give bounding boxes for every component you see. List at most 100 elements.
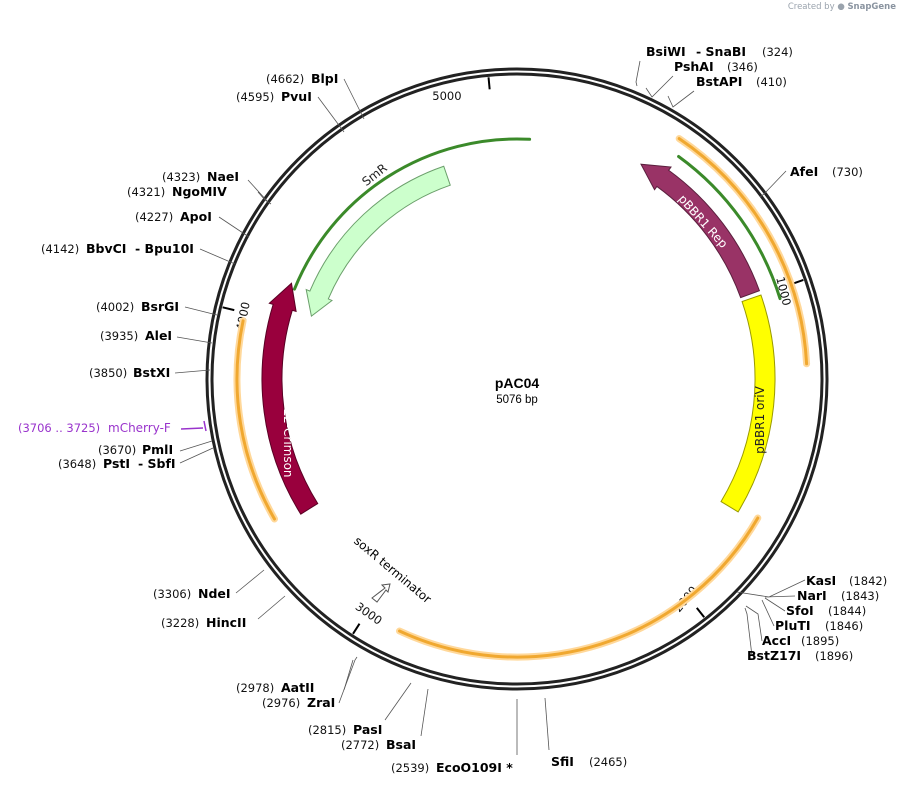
site-position: (4002)	[96, 300, 134, 314]
site-bsiwi[interactable]: BsiWI - SnaBI (324)	[646, 44, 793, 59]
leader-pasi	[384, 682, 412, 721]
site-name: KasI	[806, 573, 836, 588]
leader-bsai	[420, 688, 429, 737]
site-name: PvuI	[281, 89, 312, 104]
site-position: (2539)	[391, 761, 429, 775]
site-position: (2976)	[262, 696, 300, 710]
leader-pshai	[645, 75, 674, 98]
site-position: (410)	[756, 75, 787, 89]
site-sfoi[interactable]: SfoI (1844)	[786, 603, 866, 618]
snapgene-credit: Created by ● SnapGene	[788, 2, 896, 12]
site-apoi[interactable]: (4227) ApoI	[135, 209, 212, 224]
leader-sfii	[544, 697, 550, 751]
site-name: EcoO109I *	[436, 760, 513, 775]
feature-label-pbbr1-oriv: pBBR1 oriV	[753, 385, 767, 453]
site-name: ApoI	[180, 209, 212, 224]
site-position: (1895)	[801, 634, 839, 648]
feature-smr[interactable]	[305, 165, 451, 318]
site-position: (4595)	[236, 90, 274, 104]
feature-e2-crimson[interactable]	[261, 282, 319, 515]
site-name: BstAPI	[696, 74, 742, 89]
backbone-outer-ring	[205, 67, 829, 691]
site-name: AfeI	[790, 164, 818, 179]
tick-mark	[487, 77, 491, 90]
credit-text: Created by	[787, 2, 835, 12]
site-pshai[interactable]: PshAI (346)	[674, 59, 758, 74]
backbone-inner-ring	[210, 72, 824, 686]
site-name: AleI	[145, 328, 172, 343]
tick-label: 3000	[353, 599, 385, 627]
leader-naei	[247, 179, 269, 203]
leader-bbvci	[199, 248, 236, 265]
orf-arc-smr	[293, 137, 532, 291]
site-position: (4227)	[135, 210, 173, 224]
feature-pbbr1-rep[interactable]	[640, 163, 761, 299]
tick-mark	[352, 623, 361, 635]
tick-mark	[222, 306, 235, 312]
primer-mcherry-f[interactable]: (3706 .. 3725) mCherry-F	[18, 420, 207, 435]
site-name: BsiWI	[646, 44, 686, 59]
site-name-alt: - SbfI	[138, 456, 176, 471]
site-name: AatII	[281, 680, 314, 695]
site-position: (3648)	[58, 457, 96, 471]
site-aatii[interactable]: (2978) AatII	[236, 680, 314, 695]
site-eco0109i[interactable]: (2539) EcoO109I *	[391, 760, 513, 775]
site-name: NaeI	[207, 169, 239, 184]
site-kasi[interactable]: KasI (1842)	[806, 573, 887, 588]
site-bsai[interactable]: (2772) BsaI	[341, 737, 416, 752]
site-bstz17i[interactable]: BstZ17I (1896)	[747, 648, 853, 663]
site-name: PstI	[103, 456, 130, 471]
site-bsrgi[interactable]: (4002) BsrGI	[96, 299, 179, 314]
feature-soxr-terminator[interactable]: soxR terminator	[351, 534, 434, 607]
primer-range: (3706 .. 3725)	[18, 421, 100, 435]
site-psti[interactable]: (3648) PstI - SbfI	[58, 456, 176, 471]
site-blpi[interactable]: (4662) BlpI	[266, 71, 338, 86]
leader-bstapi	[667, 90, 695, 108]
site-pasi[interactable]: (2815) PasI	[308, 722, 382, 737]
site-name: PmlI	[142, 442, 173, 457]
site-sfii[interactable]: SfiI (2465)	[551, 754, 627, 769]
site-position: (3935)	[100, 329, 138, 343]
site-position: (4321)	[127, 185, 165, 199]
site-bstxi[interactable]: (3850) BstXI	[89, 365, 170, 380]
leader-blpi	[343, 78, 365, 120]
site-acci[interactable]: AccI (1895)	[762, 633, 839, 648]
site-hincii[interactable]: (3228) HincII	[161, 615, 246, 630]
site-bbvci[interactable]: (4142) BbvCI - Bpu10I	[41, 241, 194, 256]
site-position: (1843)	[841, 589, 879, 603]
site-ngomiv[interactable]: (4321) NgoMIV	[127, 184, 227, 199]
site-name: SfoI	[786, 603, 814, 618]
site-name: NdeI	[198, 586, 231, 601]
site-naei[interactable]: (4323) NaeI	[162, 169, 239, 184]
site-pluti[interactable]: PluTI (1846)	[775, 618, 863, 633]
site-leader-lines	[174, 60, 806, 755]
site-position: (3670)	[98, 443, 136, 457]
site-alei[interactable]: (3935) AleI	[100, 328, 172, 343]
primer-name: mCherry-F	[108, 421, 171, 435]
site-pmli[interactable]: (3670) PmlI	[98, 442, 173, 457]
tick-label: 4000	[233, 301, 253, 333]
leader-apoi	[218, 216, 250, 238]
leader-pvui	[317, 96, 345, 133]
leader-bstxi	[174, 369, 211, 374]
leader-acci	[745, 605, 763, 642]
leader-alei	[176, 336, 213, 344]
orf-arc-left	[235, 319, 276, 521]
site-bstapi[interactable]: BstAPI (410)	[696, 74, 787, 89]
site-afei[interactable]: AfeI (730)	[790, 164, 863, 179]
site-position: (2978)	[236, 681, 274, 695]
site-nari[interactable]: NarI (1843)	[797, 588, 879, 603]
site-name: PasI	[353, 722, 382, 737]
site-zrai[interactable]: (2976) ZraI	[262, 695, 335, 710]
site-labels: BsiWI - SnaBI (324) PshAI (346) BstAPI (…	[41, 44, 887, 775]
feature-pbbr1-oriv[interactable]	[720, 294, 776, 513]
snapgene-logo-icon: ●	[837, 2, 845, 12]
site-position: (3306)	[153, 587, 191, 601]
site-position: (2772)	[341, 738, 379, 752]
site-ndei[interactable]: (3306) NdeI	[153, 586, 231, 601]
site-pvui[interactable]: (4595) PvuI	[236, 89, 312, 104]
site-position: (346)	[727, 60, 758, 74]
site-position: (3228)	[161, 616, 199, 630]
